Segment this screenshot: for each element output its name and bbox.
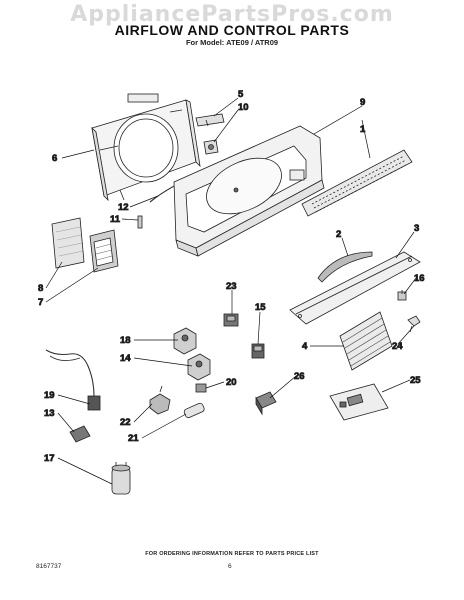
- model-subtitle: For Model: ATE09 / ATR09: [185, 38, 279, 47]
- ordering-note: FOR ORDERING INFORMATION REFER TO PARTS …: [145, 551, 319, 557]
- callout-10: 10: [238, 102, 249, 113]
- callout-11: 11: [110, 214, 121, 225]
- callout-2: 2: [336, 229, 341, 240]
- bracket-part: [195, 113, 225, 127]
- callout-13: 13: [44, 408, 55, 419]
- grommet-part: [203, 139, 219, 155]
- deflector-part: [317, 251, 373, 283]
- orifice-housing-part: [173, 125, 325, 257]
- knob-shaft-part: [149, 385, 171, 415]
- control-board-part: [329, 383, 389, 421]
- pin-part: [137, 215, 143, 229]
- callout-20: 20: [226, 377, 237, 388]
- leader-lines: [45, 97, 417, 485]
- thermostat-part: [173, 327, 197, 355]
- callout-17: 17: [44, 453, 55, 464]
- callout-24: 24: [392, 341, 403, 352]
- callout-7: 7: [38, 297, 43, 308]
- filter-frame-part: [89, 229, 119, 273]
- document-number: 8167737: [36, 563, 62, 570]
- callout-22: 22: [120, 417, 131, 428]
- callout-23: 23: [226, 281, 237, 292]
- callout-5: 5: [238, 89, 244, 100]
- relay-part: [255, 391, 277, 416]
- callout-26: 26: [294, 371, 305, 382]
- filter-screen-part: [51, 217, 85, 269]
- callout-1: 1: [360, 124, 366, 135]
- evaporator-coil-part: [339, 311, 393, 371]
- callout-4: 4: [302, 341, 308, 352]
- terminal-part: [195, 383, 207, 393]
- thermistor-clip-part: [407, 315, 421, 333]
- plug-part: [397, 290, 407, 301]
- connector-part: [69, 425, 91, 443]
- callout-8: 8: [38, 283, 43, 294]
- callout-12: 12: [118, 202, 129, 213]
- wire-harness-part: [45, 349, 101, 411]
- callout-19: 19: [44, 390, 55, 401]
- capacitor-part: [111, 462, 131, 495]
- callout-16: 16: [414, 273, 425, 284]
- knob-part: [183, 402, 205, 419]
- rocker-switch-part: [223, 313, 239, 327]
- callout-9: 9: [360, 97, 365, 108]
- watermark: AppliancePartsPros.com: [70, 2, 394, 27]
- callout-15: 15: [255, 302, 266, 313]
- callout-14: 14: [120, 353, 131, 364]
- callout-6: 6: [52, 153, 57, 164]
- base-plate-part: [289, 251, 421, 325]
- page-number: 6: [228, 563, 232, 570]
- callout-3: 3: [414, 223, 419, 234]
- selector-switch-part: [187, 353, 211, 381]
- callout-25: 25: [410, 375, 421, 386]
- callout-labels: 1 2 3 4 5 6 7 8 9 10 11 12 13 14 15 16 1…: [38, 89, 425, 465]
- callout-18: 18: [120, 335, 131, 346]
- louver-grille-part: [301, 149, 413, 217]
- callout-21: 21: [128, 433, 139, 444]
- fan-shroud-part: [91, 93, 201, 202]
- page-title: AIRFLOW AND CONTROL PARTS: [114, 22, 350, 38]
- control-switch-part: [251, 343, 265, 359]
